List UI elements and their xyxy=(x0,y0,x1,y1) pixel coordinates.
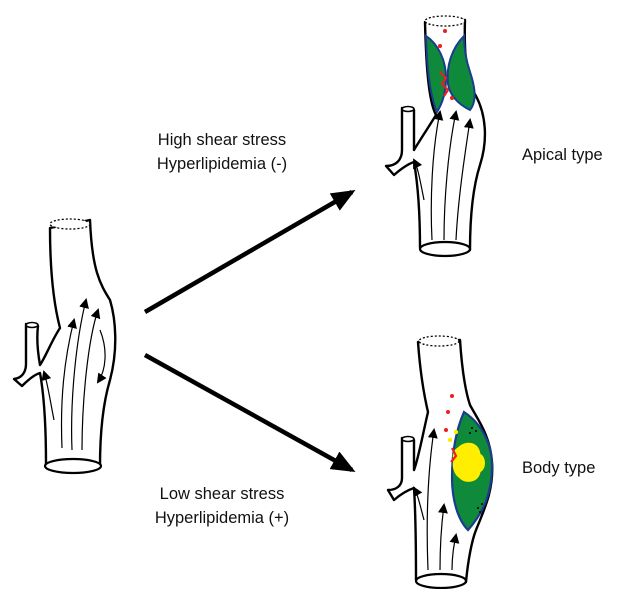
body-vessel-bottom-opening xyxy=(416,574,466,588)
body-red-dot xyxy=(450,394,454,398)
body-vessel-top-opening xyxy=(419,336,459,346)
arrow-to-apical xyxy=(145,192,352,312)
apical-vessel-bottom-opening xyxy=(420,242,470,256)
body-yellow-dot xyxy=(448,438,452,442)
apical-branch-opening xyxy=(402,107,414,112)
hyperlipidemia-positive-text: Hyperlipidemia (+) xyxy=(122,506,322,530)
normal-vessel-bottom-opening xyxy=(45,459,101,473)
normal-branch-opening xyxy=(26,323,38,328)
body-red-dot xyxy=(446,410,450,414)
low-shear-text: Low shear stress xyxy=(122,482,322,506)
normal-vessel-top-opening xyxy=(50,219,90,229)
high-shear-text: High shear stress xyxy=(122,128,322,152)
apical-red-dot xyxy=(443,29,447,33)
apical-vessel xyxy=(386,16,485,256)
apical-red-dot xyxy=(438,44,442,48)
hyperlipidemia-negative-text: Hyperlipidemia (-) xyxy=(122,152,322,176)
apical-red-dot xyxy=(450,96,454,100)
arrow-to-body xyxy=(145,355,352,470)
normal-vessel xyxy=(14,219,115,473)
body-vessel xyxy=(388,336,492,588)
body-yellow-dot xyxy=(454,430,458,434)
lower-condition-label: Low shear stress Hyperlipidemia (+) xyxy=(122,482,322,530)
upper-condition-label: High shear stress Hyperlipidemia (-) xyxy=(122,128,322,176)
normal-vessel-wall xyxy=(14,220,115,466)
body-red-dot xyxy=(444,428,448,432)
body-branch-opening xyxy=(402,437,414,442)
apical-type-label: Apical type xyxy=(522,143,603,167)
body-type-label: Body type xyxy=(522,456,595,480)
apical-vessel-top-opening xyxy=(425,16,465,26)
